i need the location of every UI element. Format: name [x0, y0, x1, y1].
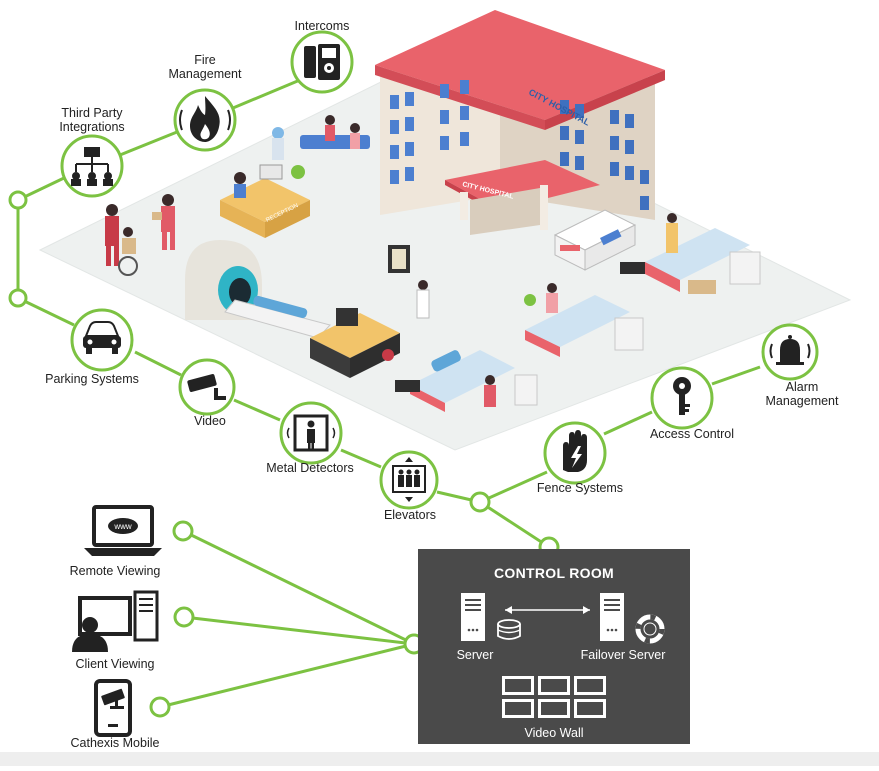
control-room-title: CONTROL ROOM [493, 565, 614, 581]
remote-viewing-label: Remote Viewing [69, 564, 161, 578]
video-wall-icon [502, 676, 606, 718]
alarm-bell-icon [769, 335, 811, 365]
video-label: Video [194, 414, 226, 428]
laptop-www-icon: www [84, 505, 162, 556]
access-control-node[interactable] [650, 366, 714, 430]
parking-node[interactable] [70, 308, 134, 372]
third-party-label-line1: Third Party [61, 106, 123, 120]
alarm-node[interactable] [761, 323, 819, 381]
access-control-label: Access Control [649, 427, 735, 441]
failover-server-icon [600, 593, 624, 641]
video-wall-label: Video Wall [524, 726, 584, 740]
elevators-node[interactable] [379, 450, 439, 510]
parking-label: Parking Systems [45, 372, 139, 386]
car-icon [83, 321, 121, 354]
hierarchy-icon [71, 147, 113, 186]
server-label: Server [456, 648, 494, 662]
fence-node[interactable] [543, 421, 607, 485]
intercoms-label: Intercoms [294, 19, 350, 33]
third-party-label: Third Party Integrations [42, 106, 142, 134]
elevators-label: Elevators [383, 508, 437, 522]
client-viewing-label: Client Viewing [75, 657, 155, 671]
fire-icon [179, 96, 231, 142]
doctor-desk [310, 245, 430, 378]
patient-beds-middle [524, 283, 644, 357]
lifebuoy-icon [635, 614, 665, 644]
wheelchair-group [105, 194, 175, 276]
patient-beds-left [395, 350, 538, 412]
metal-detector-icon [286, 414, 336, 452]
connector-dots [8, 190, 560, 718]
metal-detectors-node[interactable] [279, 401, 343, 465]
third-party-label-line2: Integrations [59, 120, 125, 134]
workstation-icon [72, 590, 159, 652]
patient-beds-right [620, 213, 761, 294]
mri-scanner [185, 240, 331, 339]
database-icon [497, 619, 521, 640]
fire-management-label-line1: Fire [194, 53, 216, 67]
metal-detectors-label: Metal Detectors [266, 461, 354, 475]
fire-management-node[interactable] [173, 88, 237, 152]
fence-label: Fence Systems [536, 481, 624, 495]
failover-server-label: Failover Server [580, 648, 666, 662]
mobile-camera-icon [94, 679, 132, 737]
elevator-icon [392, 457, 426, 502]
alarm-label: Alarm Management [752, 380, 852, 408]
fire-management-label-line2: Management [168, 67, 242, 81]
intercom-icon [304, 44, 340, 80]
server-icon [461, 593, 485, 641]
bottom-strip [0, 752, 879, 766]
key-icon [673, 377, 691, 415]
svg-text:www: www [113, 522, 132, 531]
cathexis-mobile-label: Cathexis Mobile [70, 736, 160, 750]
remote-viewing-client[interactable]: www [84, 505, 162, 556]
cathexis-mobile-client[interactable] [94, 679, 132, 737]
fire-management-label: Fire Management [145, 53, 265, 81]
alarm-label-line2: Management [765, 394, 839, 408]
third-party-node[interactable] [60, 134, 124, 198]
connector-lines [16, 78, 761, 709]
video-node[interactable] [178, 358, 236, 416]
client-viewing-client[interactable] [72, 590, 159, 652]
ambulance [553, 209, 637, 271]
intercoms-node[interactable] [290, 30, 354, 94]
alarm-label-line1: Alarm [785, 380, 819, 394]
reception-desk [220, 164, 310, 238]
electric-hand-icon [563, 430, 587, 472]
waiting-area [272, 115, 370, 160]
cctv-camera-icon [187, 374, 226, 400]
hospital-building [375, 10, 665, 235]
